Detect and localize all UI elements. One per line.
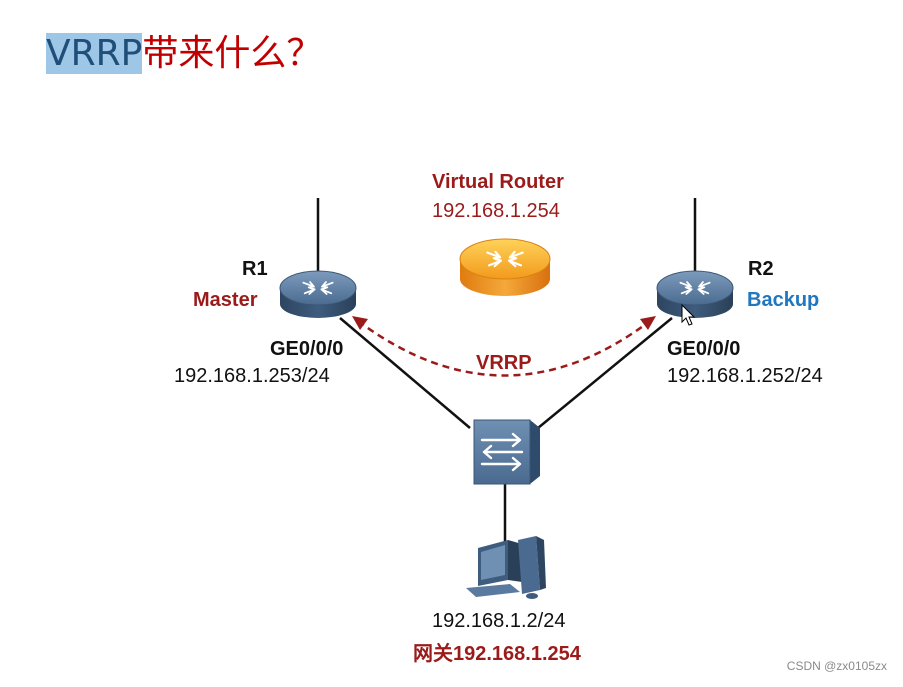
vrrp-arc [352, 316, 656, 377]
r1-interface: GE0/0/0 [270, 338, 344, 360]
r1-role: Master [193, 289, 258, 311]
r2-ip: 192.168.1.252/24 [667, 365, 823, 387]
page-title: VRRP带来什么？ [46, 30, 322, 78]
r1-router-icon [279, 270, 357, 318]
virtual-router-name: Virtual Router [432, 171, 564, 193]
virtual-router-icon [459, 238, 551, 296]
r2-name: R2 [748, 258, 774, 280]
virtual-router-ip: 192.168.1.254 [432, 200, 560, 222]
r2-router-icon [656, 270, 734, 318]
network-links [316, 198, 697, 548]
r1-switch-link [339, 317, 471, 429]
pc-icon [466, 536, 546, 599]
title-highlight: VRRP [46, 33, 143, 74]
r1-ip: 192.168.1.253/24 [174, 365, 330, 387]
r2-interface: GE0/0/0 [667, 338, 741, 360]
r1-name: R1 [242, 258, 268, 280]
host-ip: 192.168.1.2/24 [432, 610, 566, 632]
host-gateway: 网关192.168.1.254 [413, 643, 581, 665]
title-rest: 带来什么？ [142, 33, 323, 74]
switch-icon [473, 419, 540, 485]
watermark: CSDN @zx0105zx [786, 659, 887, 673]
r2-switch-link [537, 317, 673, 429]
mouse-cursor-icon [681, 303, 696, 326]
vrrp-label: VRRP [476, 352, 532, 374]
r2-role: Backup [747, 289, 820, 311]
